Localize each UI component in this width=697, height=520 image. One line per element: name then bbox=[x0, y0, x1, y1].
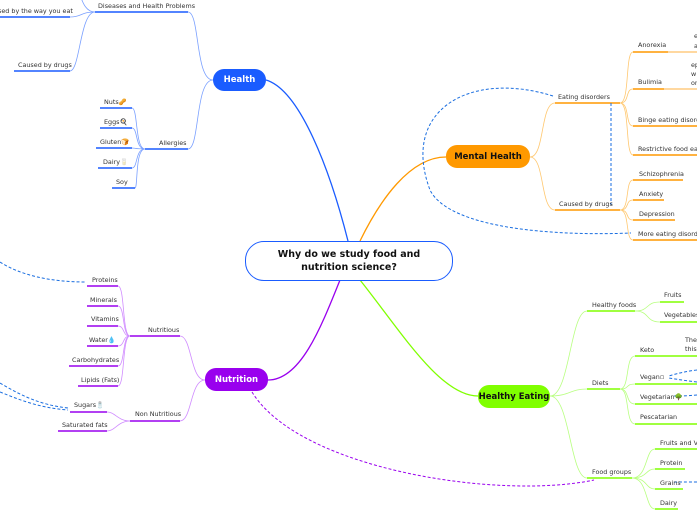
subtopic-food-groups[interactable]: Food groups bbox=[592, 468, 632, 476]
branch-healthy bbox=[359, 279, 479, 397]
subtopic-allergies[interactable]: Allergies bbox=[159, 139, 187, 147]
item-fruits[interactable]: Fruits bbox=[664, 291, 682, 299]
group-grains[interactable]: Grains bbox=[660, 479, 681, 487]
diet-pescatarian[interactable]: Pescatarian bbox=[640, 413, 678, 421]
central-topic[interactable]: Why do we study food and nutrition scien… bbox=[245, 241, 453, 281]
nutrition-underlines bbox=[58, 285, 180, 432]
topic-label: Nutrition bbox=[214, 374, 259, 385]
healthy-connectors bbox=[549, 301, 661, 510]
item-schizophrenia[interactable]: Schizophrenia bbox=[639, 170, 684, 178]
diet-vegan[interactable]: Vegan▫ bbox=[640, 373, 665, 381]
subtopic-nutritious[interactable]: Nutritious bbox=[148, 326, 180, 334]
item-binge[interactable]: Binge eating disorder bbox=[638, 116, 697, 124]
subtopic-caused-by-drugs[interactable]: Caused by drugs bbox=[18, 61, 72, 69]
allergy-gluten[interactable]: Gluten🍞 bbox=[100, 138, 130, 146]
nutrition-connectors bbox=[106, 285, 206, 432]
relationship-links bbox=[0, 87, 697, 483]
branch-health bbox=[265, 79, 349, 242]
subtopic-non-nutritious[interactable]: Non Nutritious bbox=[135, 410, 182, 418]
group-fruits-veg[interactable]: Fruits and Veg bbox=[660, 439, 697, 447]
keto-note: this bbox=[685, 345, 697, 353]
subtopic-diseases[interactable]: Diseases and Health Problems bbox=[98, 2, 196, 10]
diet-keto[interactable]: Keto bbox=[640, 346, 655, 354]
subtopic-eating-disorders[interactable]: Eating disorders bbox=[558, 93, 610, 101]
mental-underlines bbox=[555, 51, 697, 241]
subtopic-mh-caused-by-drugs[interactable]: Caused by drugs bbox=[559, 200, 613, 208]
topic-nutrition[interactable]: Nutrition bbox=[205, 368, 268, 391]
subtopic-caused-by-eating[interactable]: used by the way you eat bbox=[0, 7, 73, 15]
item-bulimia[interactable]: Bulimia bbox=[638, 78, 662, 86]
health-connectors bbox=[69, 0, 214, 189]
nutrition-foodgroups-link bbox=[251, 391, 595, 487]
mental-connectors bbox=[529, 51, 634, 241]
health-underlines bbox=[0, 11, 188, 189]
topic-label: Health bbox=[223, 75, 256, 85]
item-water[interactable]: Water💧 bbox=[89, 336, 116, 344]
branch-mental bbox=[359, 156, 447, 242]
allergy-soy[interactable]: Soy bbox=[116, 178, 128, 186]
healthy-underlines bbox=[587, 301, 697, 510]
item-saturated-fats[interactable]: Saturated fats bbox=[62, 421, 108, 429]
topic-health[interactable]: Health bbox=[213, 69, 266, 91]
topic-label: Healthy Eating bbox=[478, 391, 550, 402]
item-anorexia[interactable]: Anorexia bbox=[638, 41, 667, 49]
note-fragment: w bbox=[691, 70, 697, 78]
branch-nutrition bbox=[267, 279, 341, 381]
keto-note: The bbox=[685, 336, 697, 344]
topic-healthy-eating[interactable]: Healthy Eating bbox=[478, 385, 550, 408]
item-minerals[interactable]: Minerals bbox=[90, 296, 117, 304]
topic-mental-health[interactable]: Mental Health bbox=[446, 145, 530, 168]
item-depression[interactable]: Depression bbox=[639, 210, 675, 218]
item-restrictive[interactable]: Restrictive food eating bbox=[638, 145, 697, 153]
note-fragment: or bbox=[691, 79, 697, 87]
item-vegetables[interactable]: Vegetables bbox=[664, 311, 697, 319]
group-dairy[interactable]: Dairy bbox=[660, 499, 678, 507]
note-fragment: ep bbox=[691, 61, 697, 69]
item-anxiety[interactable]: Anxiety bbox=[639, 190, 664, 198]
note-fragment: a bbox=[694, 42, 697, 50]
allergy-dairy[interactable]: Dairy🥛 bbox=[103, 158, 128, 166]
topic-label: Mental Health bbox=[454, 151, 522, 162]
item-proteins[interactable]: Proteins bbox=[92, 276, 118, 284]
allergy-nuts[interactable]: Nuts🥜 bbox=[104, 98, 127, 106]
subtopic-diets[interactable]: Diets bbox=[592, 379, 609, 387]
note-fragment: e bbox=[694, 32, 697, 40]
group-protein[interactable]: Protein bbox=[660, 459, 683, 467]
item-more-eating-disorders[interactable]: More eating disorders bbox=[638, 230, 697, 238]
subtopic-healthy-foods[interactable]: Healthy foods bbox=[592, 301, 637, 309]
item-vitamins[interactable]: Vitamins bbox=[91, 315, 119, 323]
allergy-eggs[interactable]: Eggs🍳 bbox=[104, 118, 128, 126]
central-topic-text: Why do we study food and nutrition scien… bbox=[277, 249, 421, 273]
item-lipids[interactable]: Lipids (Fats) bbox=[81, 376, 120, 384]
diet-vegetarian[interactable]: Vegetarian🌳 bbox=[640, 393, 683, 401]
item-carbohydrates[interactable]: Carbohydrates bbox=[72, 356, 120, 364]
item-sugars[interactable]: Sugars🧂 bbox=[74, 401, 104, 409]
